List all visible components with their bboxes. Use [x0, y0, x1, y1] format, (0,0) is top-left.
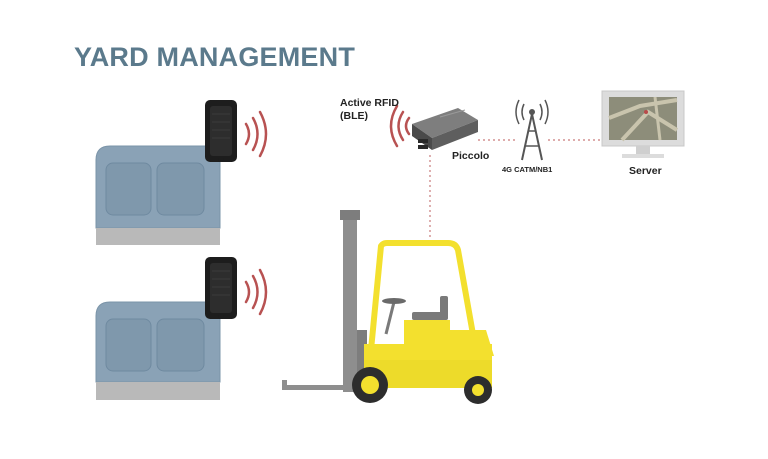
gateway-device-icon	[412, 108, 478, 150]
wireless-signal-icon	[389, 104, 411, 148]
forklift-icon	[282, 210, 494, 404]
wireless-signal-icon	[244, 110, 268, 158]
wireless-signal-icon	[244, 268, 268, 316]
rfid-label-line1: Active RFID	[340, 97, 399, 109]
rfid-label-line2: (BLE)	[340, 110, 368, 122]
rfid-tag-icon	[205, 257, 237, 319]
cell-tower-icon	[515, 99, 549, 161]
server-label: Server	[629, 165, 662, 177]
rfid-tag-icon	[205, 100, 237, 162]
gateway-label: Piccolo	[452, 150, 490, 162]
connection-lines	[429, 139, 600, 245]
shipping-container-icon	[95, 301, 221, 400]
rfid-label: Active RFID (BLE)	[340, 97, 399, 123]
page-title: YARD MANAGEMENT	[74, 42, 356, 72]
shipping-container-icon	[95, 145, 221, 245]
server-monitor-icon	[601, 90, 685, 158]
network-label: 4G CATM/NB1	[502, 165, 553, 174]
